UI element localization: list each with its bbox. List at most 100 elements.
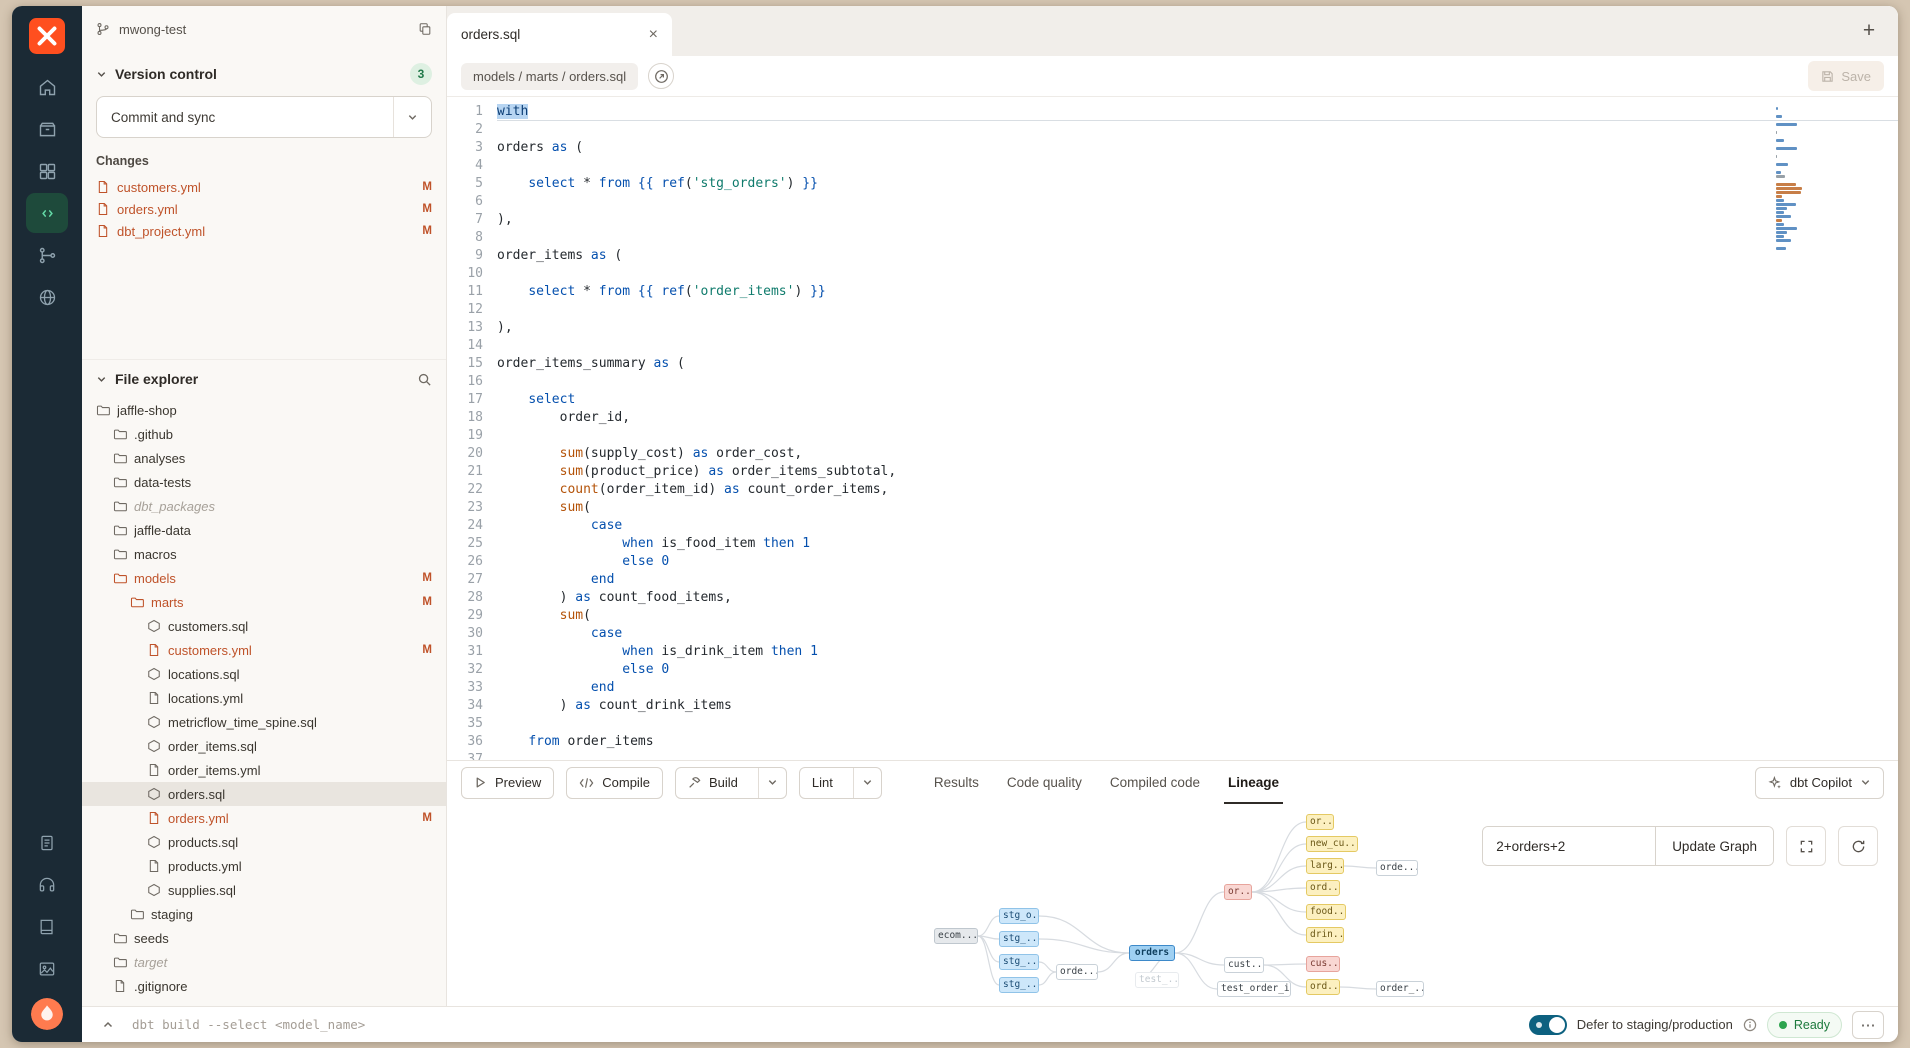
lint-options-chevron[interactable]: [853, 768, 881, 798]
command-input[interactable]: dbt build --select <model_name>: [132, 1017, 365, 1032]
tree-folder[interactable]: staging: [82, 902, 446, 926]
file-explorer-header[interactable]: File explorer: [82, 360, 446, 398]
dbt-logo[interactable]: [29, 18, 65, 54]
tree-folder[interactable]: modelsM: [82, 566, 446, 590]
lineage-node-stg3[interactable]: stg_...: [999, 954, 1039, 970]
new-tab-button[interactable]: +: [1854, 16, 1884, 46]
lineage-node-ordeR[interactable]: orde...: [1376, 860, 1418, 876]
tree-file[interactable]: supplies.sql: [82, 878, 446, 902]
orchestration-icon[interactable]: [26, 235, 68, 275]
lineage-node-y4[interactable]: ord...: [1306, 880, 1340, 896]
tree-file[interactable]: locations.yml: [82, 686, 446, 710]
version-control-header[interactable]: Version control 3: [96, 52, 432, 96]
lint-button[interactable]: Lint: [800, 768, 845, 798]
media-panel-icon[interactable]: [26, 949, 68, 989]
tree-folder[interactable]: macros: [82, 542, 446, 566]
explore-globe-icon[interactable]: [26, 277, 68, 317]
build-button[interactable]: Build: [676, 768, 750, 798]
tree-folder[interactable]: seeds: [82, 926, 446, 950]
lineage-node-stg2[interactable]: stg_...: [999, 931, 1039, 947]
panel-tab-compiled-code[interactable]: Compiled code: [1096, 761, 1214, 804]
tree-file[interactable]: customers.ymlM: [82, 638, 446, 662]
minimap[interactable]: [1776, 107, 1834, 254]
compile-button[interactable]: Compile: [566, 767, 663, 799]
save-button[interactable]: Save: [1808, 61, 1884, 91]
code-tag-icon: [579, 777, 594, 789]
panel-tab-code-quality[interactable]: Code quality: [993, 761, 1096, 804]
tree-folder[interactable]: .github: [82, 422, 446, 446]
tree-file[interactable]: order_items.sql: [82, 734, 446, 758]
update-graph-button[interactable]: Update Graph: [1655, 827, 1773, 865]
search-icon[interactable]: [417, 372, 432, 387]
chevron-down-icon: [96, 374, 107, 385]
docs-book-icon[interactable]: [26, 907, 68, 947]
apps-grid-icon[interactable]: [26, 151, 68, 191]
lineage-node-pcus[interactable]: cus...: [1306, 956, 1340, 972]
lineage-node-y5[interactable]: food...: [1306, 904, 1346, 920]
build-options-chevron[interactable]: [758, 768, 786, 798]
status-badge[interactable]: Ready: [1767, 1012, 1842, 1038]
lineage-node-stg1[interactable]: stg_o...: [999, 908, 1039, 924]
code-editor[interactable]: 1234567891011121314151617181920212223242…: [447, 97, 1898, 760]
code-lines[interactable]: withorders as ( select * from {{ ref('st…: [497, 97, 1898, 760]
tree-folder[interactable]: martsM: [82, 590, 446, 614]
lineage-node-orderR[interactable]: order_...: [1376, 981, 1424, 997]
expand-command-bar-icon[interactable]: [96, 1013, 120, 1037]
preview-button[interactable]: Preview: [461, 767, 554, 799]
catalog-icon[interactable]: [26, 109, 68, 149]
tree-file[interactable]: .gitignore: [82, 974, 446, 998]
refresh-graph-icon[interactable]: [1838, 826, 1878, 866]
support-headset-icon[interactable]: [26, 865, 68, 905]
lineage-node-ordeL[interactable]: orde...: [1056, 964, 1098, 980]
change-item[interactable]: customers.ymlM: [96, 176, 432, 198]
chevron-down-icon[interactable]: [393, 97, 431, 137]
lineage-node-y2[interactable]: new_cu...: [1306, 836, 1358, 852]
copy-icon[interactable]: [418, 22, 432, 36]
lineage-node-testf[interactable]: test_...: [1135, 972, 1179, 988]
fullscreen-icon[interactable]: [1786, 826, 1826, 866]
info-icon[interactable]: [1743, 1018, 1757, 1032]
lineage-node-testoi[interactable]: test_order_it...: [1217, 981, 1291, 997]
open-in-new-icon[interactable]: [648, 63, 674, 89]
lineage-node-y6[interactable]: drin...: [1306, 927, 1344, 943]
lineage-selector-input[interactable]: [1483, 827, 1655, 865]
tree-file[interactable]: products.sql: [82, 830, 446, 854]
change-item[interactable]: dbt_project.ymlM: [96, 220, 432, 242]
home-icon[interactable]: [26, 67, 68, 107]
lineage-node-y1[interactable]: or...: [1306, 814, 1334, 830]
lineage-node-cust[interactable]: cust...: [1224, 957, 1264, 973]
folder-icon: [96, 403, 110, 417]
tree-file[interactable]: orders.ymlM: [82, 806, 446, 830]
tree-file[interactable]: order_items.yml: [82, 758, 446, 782]
lineage-node-y3[interactable]: larg...: [1306, 858, 1344, 874]
commit-and-sync-button[interactable]: Commit and sync: [96, 96, 432, 138]
tree-file[interactable]: orders.sql: [82, 782, 446, 806]
tasks-clipboard-icon[interactable]: [26, 823, 68, 863]
editor-tab-orders-sql[interactable]: orders.sql ×: [447, 13, 672, 56]
tree-file[interactable]: products.yml: [82, 854, 446, 878]
lineage-node-stg4[interactable]: stg_...: [999, 977, 1039, 993]
tree-file[interactable]: locations.sql: [82, 662, 446, 686]
close-tab-icon[interactable]: ×: [649, 27, 658, 43]
tree-folder[interactable]: jaffle-data: [82, 518, 446, 542]
lineage-node-orpink[interactable]: or...: [1224, 884, 1252, 900]
panel-tab-lineage[interactable]: Lineage: [1214, 761, 1293, 804]
folder-icon: [113, 547, 127, 561]
tree-folder[interactable]: data-tests: [82, 470, 446, 494]
tree-folder[interactable]: analyses: [82, 446, 446, 470]
tree-folder[interactable]: dbt_packages: [82, 494, 446, 518]
tree-file[interactable]: customers.sql: [82, 614, 446, 638]
tree-folder[interactable]: target: [82, 950, 446, 974]
defer-toggle[interactable]: [1529, 1015, 1567, 1035]
lineage-node-y7[interactable]: ord...: [1306, 979, 1340, 995]
lineage-node-orders[interactable]: orders: [1129, 945, 1175, 961]
lineage-node-ecom[interactable]: ecom...: [934, 928, 978, 944]
panel-tab-results[interactable]: Results: [920, 761, 993, 804]
tree-folder[interactable]: jaffle-shop: [82, 398, 446, 422]
tree-file[interactable]: metricflow_time_spine.sql: [82, 710, 446, 734]
ide-editor-icon[interactable]: [26, 193, 68, 233]
change-item[interactable]: orders.ymlM: [96, 198, 432, 220]
dbt-copilot-button[interactable]: dbt Copilot: [1755, 767, 1884, 799]
user-avatar[interactable]: [31, 998, 63, 1030]
more-options-icon[interactable]: ⋯: [1852, 1011, 1884, 1039]
